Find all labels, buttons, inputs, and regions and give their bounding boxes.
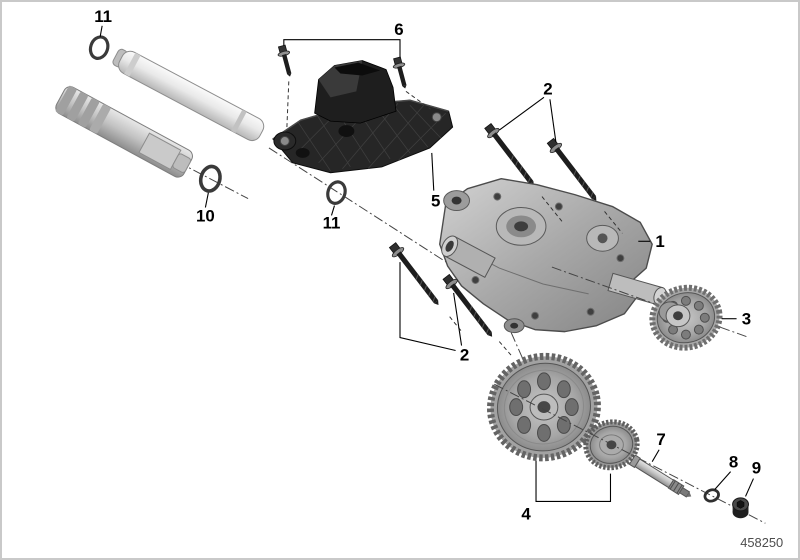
screw-plug-part9 [732, 497, 749, 519]
sprocket-axis-line [551, 266, 747, 338]
gear-wheel-part4 [487, 352, 601, 462]
callout-10[interactable]: 10 [196, 206, 215, 225]
callout-11-mid[interactable]: 11 [323, 213, 341, 232]
sprocket-holes [658, 295, 710, 340]
o-ring-11-top [88, 35, 110, 60]
strainer-bolt-hole-left [279, 136, 290, 146]
callout-4[interactable]: 4 [521, 504, 531, 523]
o-ring-11-mid [326, 180, 347, 205]
callout-2-bottom[interactable]: 2 [460, 345, 469, 364]
callout-9[interactable]: 9 [752, 459, 761, 478]
strainer-bolt-hole-right [431, 112, 442, 123]
flange-bolt-6b [392, 56, 407, 89]
diagram-number: 458250 [740, 535, 783, 550]
callout-8[interactable]: 8 [729, 453, 738, 472]
retaining-ring-part8 [703, 488, 720, 503]
oil-pipe-white [112, 48, 265, 142]
shaft-part7 [628, 454, 692, 498]
callout-7[interactable]: 7 [656, 430, 665, 449]
oil-strainer-part5 [272, 60, 454, 174]
screw-2-bottom-left [388, 242, 439, 305]
screw-2-bottom-right [442, 273, 493, 337]
callout-3[interactable]: 3 [742, 310, 751, 329]
callout-1[interactable]: 1 [655, 232, 664, 251]
o-ring-10 [198, 164, 222, 193]
callout-6[interactable]: 6 [394, 20, 403, 39]
callout-2-top[interactable]: 2 [543, 79, 552, 98]
oil-pump-body-part1 [439, 178, 667, 334]
callout-11-top[interactable]: 11 [94, 7, 112, 26]
gear-stack-axis-line [494, 383, 766, 524]
dashed-assembly-lines [286, 81, 623, 357]
oil-pipe-ribbed [55, 85, 193, 178]
pump-inlet-fitting [441, 235, 496, 278]
callout-leader-lines [99, 25, 754, 502]
flange-bolt-6a [277, 44, 292, 77]
screw-2-top-left [484, 122, 534, 186]
callout-5[interactable]: 5 [431, 192, 440, 211]
